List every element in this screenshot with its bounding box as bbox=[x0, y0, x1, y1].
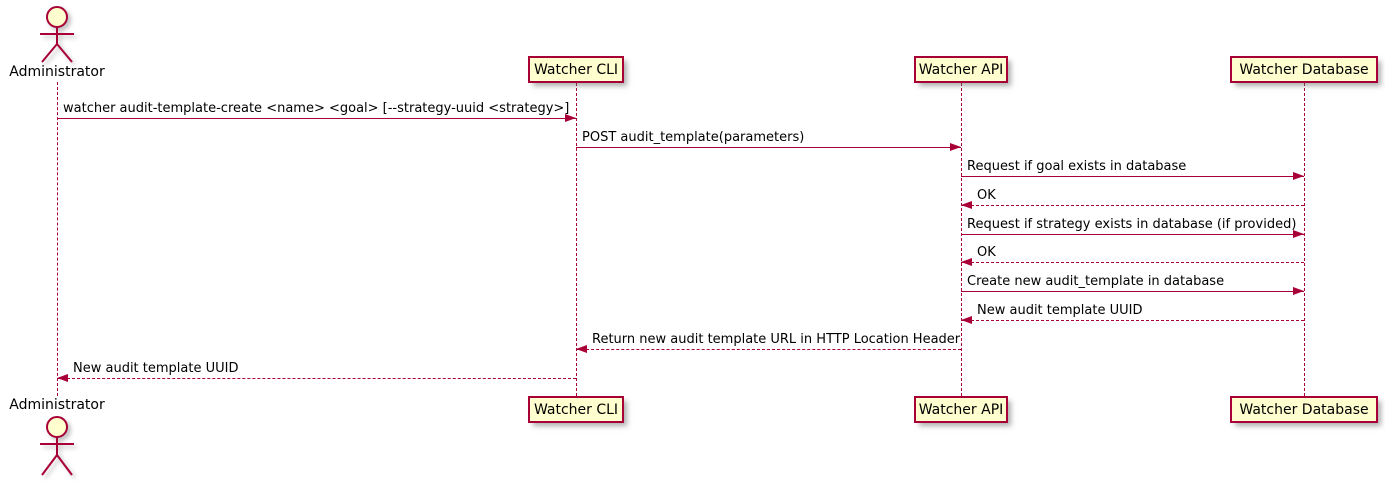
message-line bbox=[961, 262, 1304, 263]
message-label: OK bbox=[977, 245, 996, 260]
participant-watcher-cli-top: Watcher CLI bbox=[528, 56, 624, 83]
lifeline-watcher-api bbox=[961, 83, 962, 396]
arrowhead-icon bbox=[1293, 287, 1304, 295]
message-label: watcher audit-template-create <name> <go… bbox=[63, 101, 570, 116]
message-line bbox=[961, 320, 1304, 321]
actor-label-top: Administrator bbox=[9, 64, 105, 80]
arrowhead-icon bbox=[961, 258, 972, 266]
arrowhead-icon bbox=[1293, 172, 1304, 180]
message-line bbox=[961, 291, 1304, 292]
message-line bbox=[961, 234, 1304, 235]
message-line bbox=[57, 118, 576, 119]
message-label: Return new audit template URL in HTTP Lo… bbox=[592, 332, 961, 347]
message-line bbox=[57, 378, 576, 379]
lifeline-watcher-database bbox=[1304, 83, 1305, 396]
message-line bbox=[961, 176, 1304, 177]
message-label: Request if strategy exists in database (… bbox=[967, 217, 1297, 232]
message-line bbox=[576, 349, 961, 350]
participant-watcher-api-bottom: Watcher API bbox=[914, 396, 1008, 423]
message-label: New audit template UUID bbox=[73, 361, 239, 376]
message-line bbox=[961, 205, 1304, 206]
participant-watcher-database-bottom: Watcher Database bbox=[1230, 396, 1378, 423]
arrowhead-icon bbox=[961, 201, 972, 209]
message-label: Create new audit_template in database bbox=[967, 274, 1225, 289]
arrowhead-icon bbox=[565, 114, 576, 122]
participant-watcher-cli-bottom: Watcher CLI bbox=[528, 396, 624, 423]
actor-icon bbox=[40, 6, 74, 63]
participant-watcher-api-top: Watcher API bbox=[914, 56, 1008, 83]
message-label: POST audit_template(parameters) bbox=[582, 130, 805, 145]
actor-icon bbox=[40, 416, 74, 476]
arrowhead-icon bbox=[57, 374, 68, 382]
message-label: New audit template UUID bbox=[977, 303, 1143, 318]
actor-label-bottom: Administrator bbox=[9, 397, 105, 413]
arrowhead-icon bbox=[961, 316, 972, 324]
lifeline-administrator bbox=[57, 82, 58, 396]
arrowhead-icon bbox=[1293, 230, 1304, 238]
arrowhead-icon bbox=[576, 345, 587, 353]
participant-watcher-database-top: Watcher Database bbox=[1230, 56, 1378, 83]
message-line bbox=[576, 147, 961, 148]
message-label: OK bbox=[977, 188, 996, 203]
message-label: Request if goal exists in database bbox=[967, 159, 1187, 174]
lifeline-watcher-cli bbox=[576, 83, 577, 396]
arrowhead-icon bbox=[950, 143, 961, 151]
